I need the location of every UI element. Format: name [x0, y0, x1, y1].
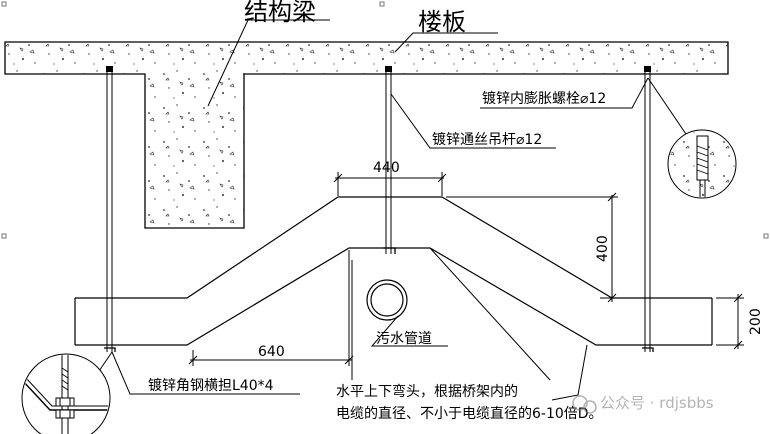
hanger-rods — [106, 66, 651, 352]
leader-beam — [207, 19, 330, 107]
label-beam: 结构梁 — [244, 0, 316, 26]
wechat-icon — [572, 395, 588, 411]
dimension-440 — [333, 172, 447, 196]
angle-steel-supports — [104, 247, 654, 352]
label-sewage-pipe: 污水管道 — [376, 331, 432, 347]
watermark: 公众号 · rdjsbbs — [572, 394, 714, 414]
label-hanger-rod: 镀锌通丝吊杆⌀12 — [432, 131, 542, 148]
concrete-slab-and-beam — [4, 41, 729, 229]
leader-anchor-bolt — [480, 77, 649, 109]
dimension-label-440: 440 — [373, 160, 400, 176]
leader-sewage-pipe — [370, 315, 448, 347]
anchor-bolt-heads — [106, 66, 651, 72]
leader-bend-note-upper — [429, 247, 551, 381]
label-slab: 楼板 — [418, 8, 466, 36]
dimension-label-640: 640 — [258, 344, 285, 360]
dimension-400 — [446, 192, 618, 303]
label-anchor-bolt: 镀锌内膨胀螺栓⌀12 — [482, 90, 606, 107]
leader-angle-steel — [111, 351, 300, 395]
dimension-640 — [188, 250, 354, 366]
leader-anchor-detail — [647, 77, 691, 141]
leader-lines — [96, 19, 691, 401]
dimension-200 — [716, 293, 744, 350]
dimension-label-200: 200 — [748, 308, 764, 335]
leader-hanger-rod — [390, 93, 556, 149]
detail-anchor-bolt — [667, 129, 737, 199]
leader-slab — [394, 32, 498, 53]
dimension-label-400: 400 — [595, 235, 611, 262]
label-angle-steel: 镀锌角钢横担L40*4 — [148, 377, 274, 394]
leader-bend-note-curve — [551, 344, 588, 401]
watermark-text: 公众号 · rdjsbbs — [600, 394, 714, 412]
detail-angle-steel — [21, 353, 111, 434]
note-line-2: 电缆的直径、不小于电缆直径的6-10倍D。 — [336, 405, 603, 422]
frame-marks — [1, 1, 769, 239]
cable-tray-outline-upper — [75, 196, 712, 299]
sewage-pipe — [366, 279, 408, 321]
note-line-1: 水平上下弯头，根据桥架内的 — [336, 383, 518, 400]
